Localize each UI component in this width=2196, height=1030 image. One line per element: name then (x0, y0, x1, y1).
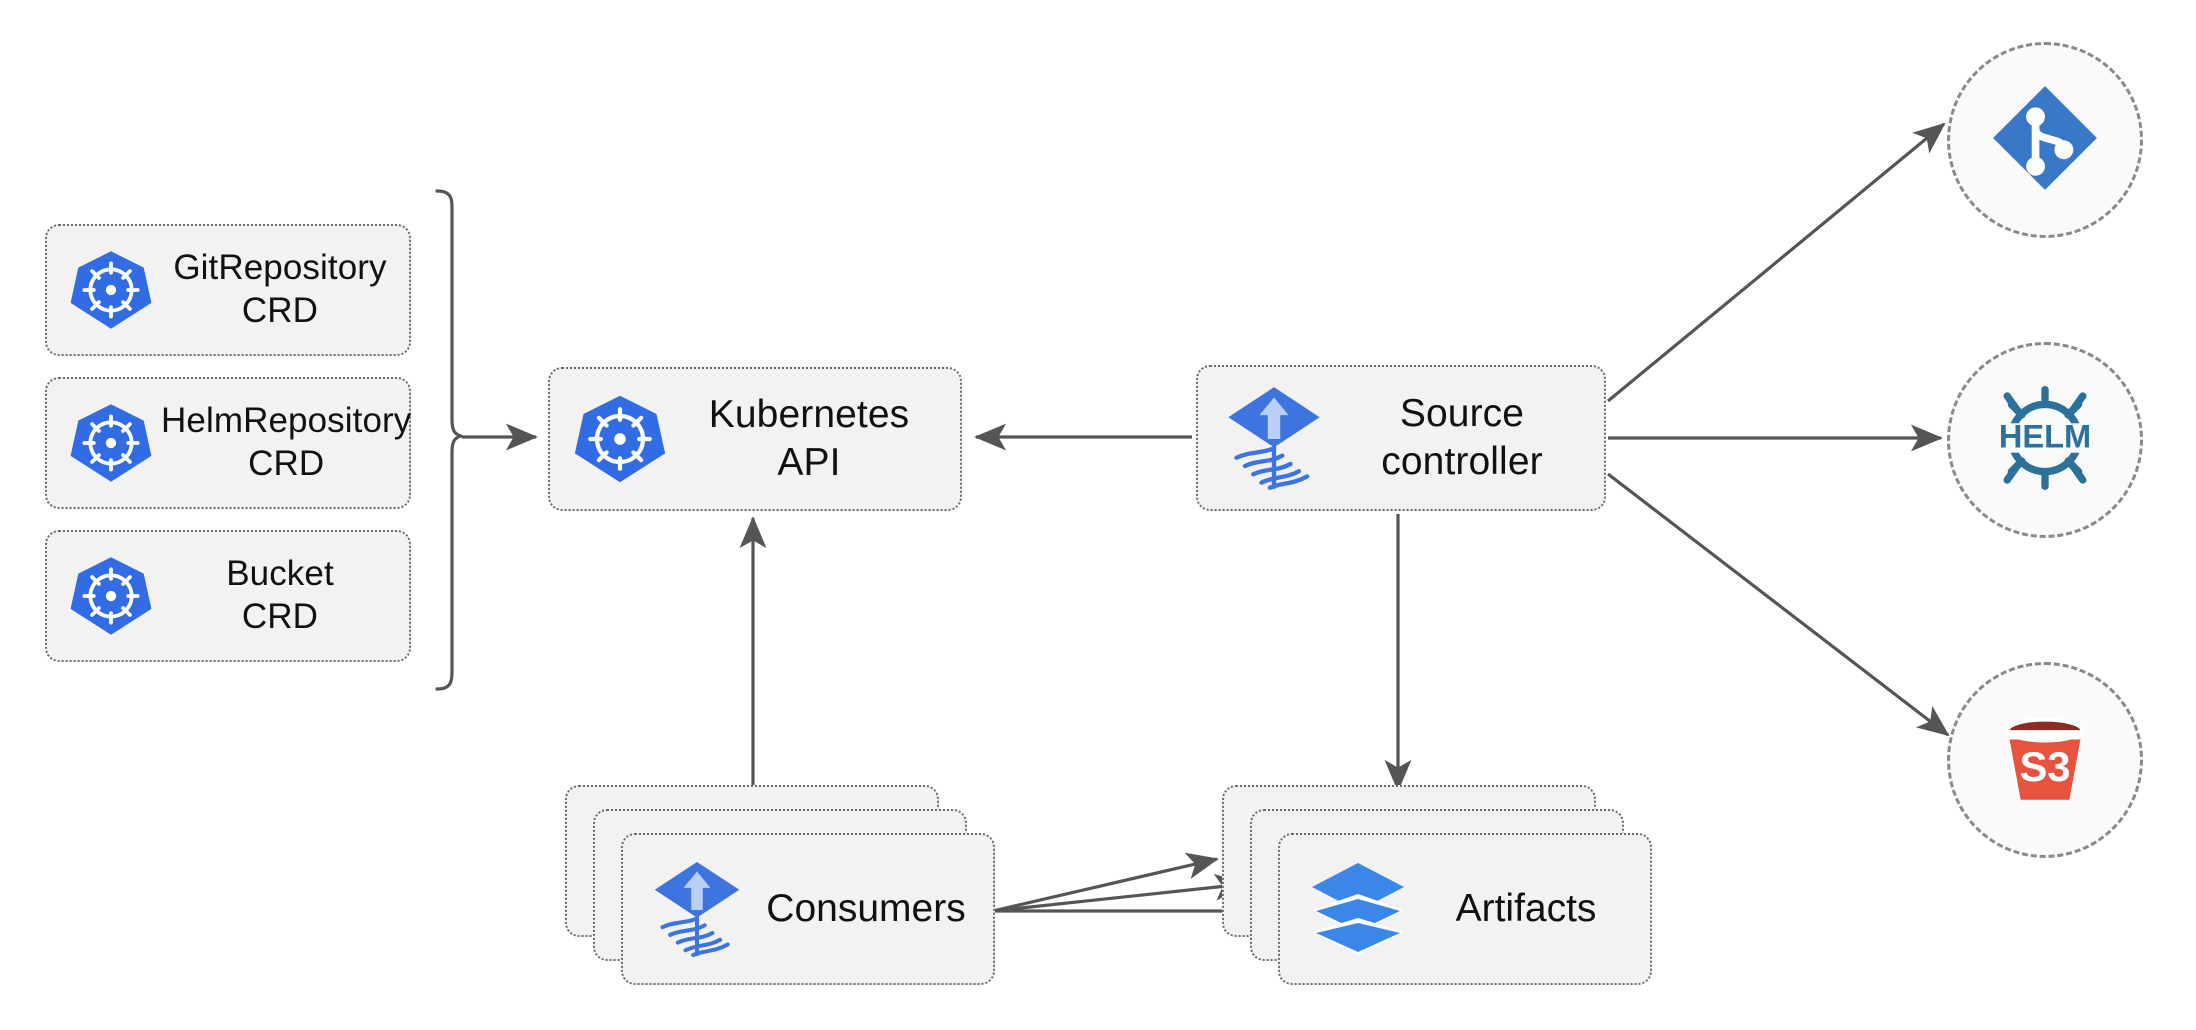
artifacts-stack-sheet-front[interactable]: Artifacts (1278, 833, 1652, 985)
node-label: Source controller (1381, 392, 1543, 483)
kubernetes-icon (61, 553, 161, 639)
crd-card-label: HelmRepository CRD (161, 401, 412, 483)
consumers-stack-sheet-front[interactable]: Consumers (621, 833, 995, 985)
arrow-consumers-to-artifact-2 (992, 873, 1247, 913)
crd-card-gitrepository[interactable]: GitRepository CRD (45, 224, 411, 356)
node-label: Artifacts (1455, 887, 1597, 930)
kubernetes-icon (61, 400, 161, 486)
flux-icon (641, 858, 753, 960)
node-source-controller[interactable]: Source controller (1196, 365, 1606, 511)
crd-card-bucket[interactable]: Bucket CRD (45, 530, 411, 662)
external-source-s3[interactable]: S3 (1947, 662, 2143, 858)
s3-wordmark: S3 (2019, 743, 2070, 790)
external-source-helm[interactable]: HELM (1947, 342, 2143, 538)
crd-card-label: Bucket CRD (226, 554, 334, 636)
node-consumers[interactable]: Consumers (565, 785, 995, 985)
arrow-consumers-to-artifact-1 (992, 852, 1219, 913)
kubernetes-icon (564, 391, 676, 487)
crd-card-helmrepository[interactable]: HelmRepository CRD (45, 377, 411, 509)
node-label: Kubernetes API (708, 393, 910, 484)
node-kubernetes-api[interactable]: Kubernetes API (548, 367, 962, 511)
node-artifacts[interactable]: Artifacts (1222, 785, 1652, 985)
layers-icon (1300, 861, 1416, 957)
helm-icon: HELM (1982, 375, 2108, 506)
crd-group-brace (435, 189, 463, 691)
helm-wordmark: HELM (1999, 418, 2091, 454)
kubernetes-icon (61, 247, 161, 333)
crd-card-label: GitRepository CRD (173, 248, 387, 330)
arrow-source-to-s3 (1607, 472, 1950, 737)
flux-icon (1214, 383, 1334, 493)
external-source-git[interactable] (1947, 42, 2143, 238)
node-label: Consumers (766, 887, 966, 930)
git-icon (1986, 79, 2104, 202)
s3-bucket-icon: S3 (1987, 700, 2103, 821)
arrow-source-to-git (1606, 122, 1946, 403)
